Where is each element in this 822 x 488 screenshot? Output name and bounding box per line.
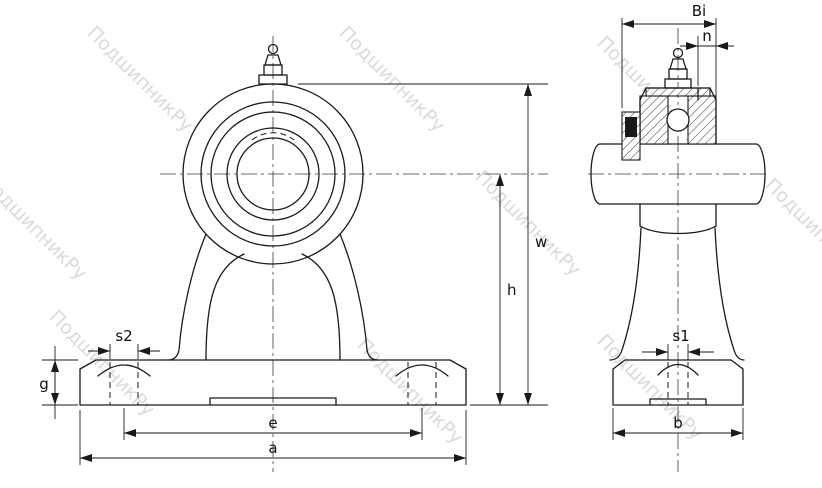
watermark-layer: ПодшипникРу ПодшипникРу ПодшипникРу Подш… (0, 22, 822, 449)
dim-label-g: g (39, 375, 49, 393)
centerlines (160, 28, 770, 472)
dim-label-a: a (268, 439, 277, 457)
dim-label-n: n (702, 27, 712, 45)
pedestal-front (167, 233, 379, 361)
bearing-rings-front (182, 83, 364, 265)
bearing-ball (666, 108, 690, 132)
watermark-text: ПодшипникРу (44, 306, 159, 421)
side-view: Bi n s1 b (590, 2, 766, 440)
watermark-text: ПодшипникРу (760, 174, 822, 289)
dim-label-s2: s2 (115, 327, 132, 345)
watermark-text: ПодшипникРу (0, 170, 91, 285)
dim-label-b: b (673, 414, 683, 432)
watermark-text: ПодшипникРу (334, 22, 449, 137)
watermark-text: ПодшипникРу (592, 330, 707, 445)
grease-fitting-icon (664, 47, 692, 89)
dim-label-s1: s1 (672, 327, 689, 345)
set-screw (625, 117, 637, 137)
dim-label-w: w (535, 233, 547, 251)
pedestal-side (609, 227, 745, 361)
side-dimensions: Bi n s1 b (612, 2, 744, 440)
dim-label-h: h (507, 281, 517, 299)
front-view: s2 g e a h w (39, 43, 548, 465)
base-side (612, 359, 744, 406)
base-front (79, 359, 467, 406)
housing-section-side (621, 87, 717, 235)
watermark-text: ПодшипникРу (352, 334, 467, 449)
dim-label-bi: Bi (692, 2, 706, 20)
front-dimensions: s2 g e a h w (39, 83, 548, 465)
watermark-text: ПодшипникРу (82, 22, 197, 137)
grease-fitting-icon (258, 43, 288, 85)
dim-label-e: e (268, 414, 277, 432)
